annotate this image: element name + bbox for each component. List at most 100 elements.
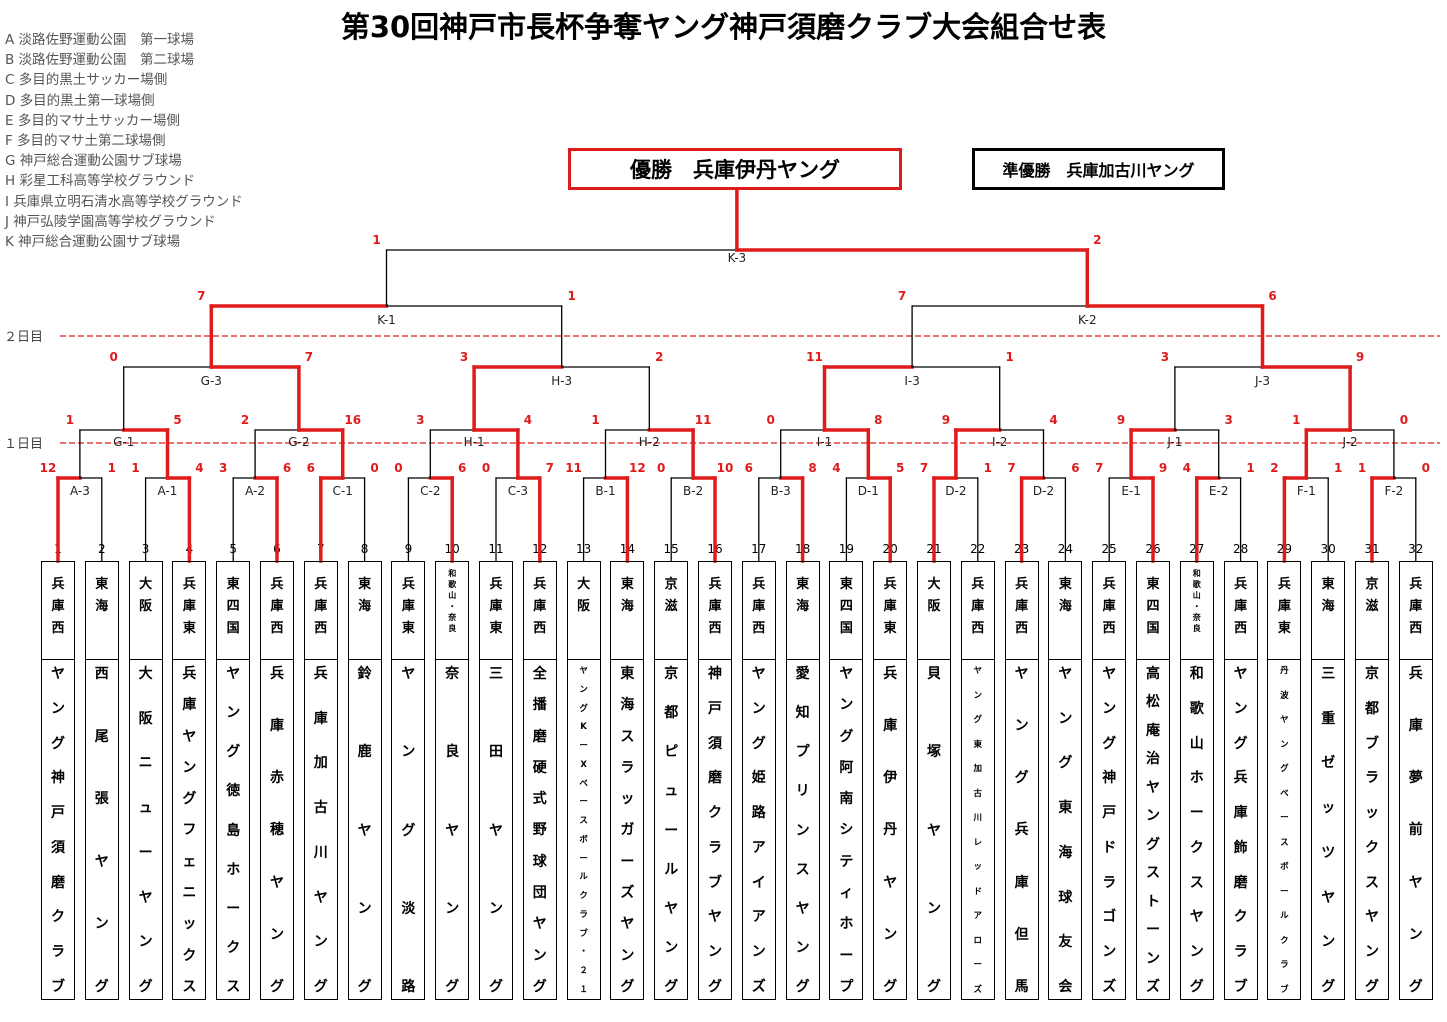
team-card: 兵庫西ヤング兵庫但馬 [1004, 561, 1039, 1000]
team-prefecture: 兵庫西 [523, 562, 556, 660]
score: 6 [745, 461, 753, 475]
team-card: 京滋京都ブラックスヤング [1355, 561, 1389, 1000]
team-card: 兵庫東兵庫ヤングフェニックス [172, 561, 207, 1000]
team-prefecture: 兵庫東 [480, 562, 512, 660]
match-label: A-2 [245, 484, 265, 498]
champion-box: 優勝 兵庫伊丹ヤング [568, 148, 902, 190]
team-name: 京都ブラックスヤング [1365, 666, 1379, 995]
match-label: E-2 [1209, 484, 1229, 498]
score: 0 [370, 461, 378, 475]
venue-item: E 多目的マサ土サッカー場側 [5, 112, 180, 129]
team-prefecture: 兵庫西 [1005, 562, 1038, 660]
score: 2 [1093, 233, 1101, 247]
venue-item: H 彩星工科高等学校グラウンド [5, 173, 195, 190]
match-label: J-2 [1342, 435, 1358, 449]
team-name: 三田ヤング [489, 666, 503, 995]
team-name: ヤング神戸ドラゴンズ [1102, 666, 1117, 995]
score: 1 [131, 461, 139, 475]
score: 11 [695, 413, 712, 427]
score: 4 [1049, 413, 1057, 427]
team-name: ヤング神戸須磨クラブ [51, 666, 65, 995]
team-name: 兵庫ヤングフェニックス [182, 666, 197, 995]
match-label: J-3 [1254, 374, 1270, 388]
team-prefecture: 東海 [85, 562, 118, 660]
team-card: 東海三重ゼッツヤング [1311, 561, 1346, 1000]
team-card: 東四国ヤング徳島ホークス [216, 561, 251, 1000]
score: 10 [717, 461, 734, 475]
team-name: 貝塚ヤング [927, 666, 941, 995]
team-prefecture: 兵庫西 [1224, 562, 1257, 660]
match-label: I-3 [904, 374, 920, 388]
team-card: 東海西尾張ヤング [84, 561, 119, 1000]
match-label: H-2 [639, 435, 660, 449]
team-name: ヤング徳島ホークス [226, 666, 241, 995]
score: 2 [241, 413, 249, 427]
score: 2 [1270, 461, 1278, 475]
team-prefecture: 兵庫東 [173, 562, 206, 660]
day-label: １日目 [4, 437, 43, 452]
team-prefecture: 東海 [348, 562, 381, 660]
team-prefecture: 大阪 [567, 562, 600, 660]
score: 11 [565, 461, 582, 475]
team-prefecture: 兵庫東 [1268, 562, 1301, 660]
score: 1 [1334, 461, 1342, 475]
score: 1 [984, 461, 992, 475]
team-name: ヤング東加古川レッドアローズ [973, 666, 983, 995]
team-name: ヤング兵庫飾磨クラブ [1233, 666, 1248, 995]
team-card: 兵庫東兵庫伊丹ヤング [873, 561, 908, 1000]
score: 6 [283, 461, 291, 475]
team-name: 兵庫赤穂ヤング [270, 666, 284, 995]
match-label: H-3 [551, 374, 572, 388]
team-name: ヤング淡路 [401, 666, 416, 995]
team-name: ヤング阿南シティホープ [839, 666, 854, 995]
score: 1 [1358, 461, 1366, 475]
score: 16 [344, 413, 361, 427]
match-label: G-1 [113, 435, 134, 449]
match-label: G-2 [288, 435, 309, 449]
score: 1 [108, 461, 116, 475]
score: 1 [1006, 350, 1014, 364]
team-name: 兵庫夢前ヤング [1408, 666, 1423, 995]
score: 1 [372, 233, 380, 247]
team-card: 兵庫西ヤング神戸須磨クラブ [41, 561, 75, 1000]
match-label: B-1 [595, 484, 615, 498]
match-label: F-1 [1297, 484, 1316, 498]
match-label: I-1 [817, 435, 833, 449]
match-label: A-3 [70, 484, 90, 498]
team-name: ヤング兵庫但馬 [1014, 666, 1029, 995]
venue-item: C 多目的黒土サッカー場側 [5, 72, 168, 89]
page-title: 第30回神戸市長杯争奪ヤング神戸須磨クラブ大会組合せ表 [340, 10, 1107, 44]
score: 0 [1422, 461, 1430, 475]
score: 1 [1292, 413, 1300, 427]
team-card: 東海ヤング東海球友会 [1048, 561, 1083, 1000]
match-label: C-3 [508, 484, 528, 498]
score: 0 [767, 413, 775, 427]
team-card: 兵庫西兵庫夢前ヤング [1398, 561, 1433, 1000]
score: 7 [920, 461, 928, 475]
venue-item: J 神戸弘陵学園高等学校グラウンド [5, 213, 216, 230]
venue-item: K 神戸総合運動公園サブ球場 [5, 234, 181, 251]
team-name: 京都ピュールヤング [664, 666, 679, 995]
team-name: 西尾張ヤング [94, 666, 109, 995]
team-prefecture: 兵庫西 [961, 562, 994, 660]
score: 7 [1095, 461, 1103, 475]
team-card: 兵庫西兵庫加古川ヤング [303, 561, 338, 1000]
score: 3 [219, 461, 227, 475]
team-name: 兵庫伊丹ヤング [883, 666, 898, 995]
venue-item: D 多目的黒土第一球場側 [5, 92, 155, 109]
match-label: F-2 [1384, 484, 1403, 498]
team-card: 東四国高松庵治ヤングストーンズ [1136, 561, 1170, 1000]
score: 9 [1159, 461, 1167, 475]
team-card: 東海東海スラッガーズヤング [610, 561, 645, 1000]
team-card: 兵庫西ヤング神戸ドラゴンズ [1092, 561, 1127, 1000]
score: 2 [655, 350, 663, 364]
team-prefecture: 兵庫西 [1399, 562, 1432, 660]
venue-item: I 兵庫県立明石清水高等学校グラウンド [5, 193, 243, 210]
match-label: B-2 [683, 484, 703, 498]
team-name: 三重ゼッツヤング [1321, 666, 1336, 995]
score: 9 [942, 413, 950, 427]
score: 8 [874, 413, 882, 427]
match-label: C-2 [420, 484, 440, 498]
